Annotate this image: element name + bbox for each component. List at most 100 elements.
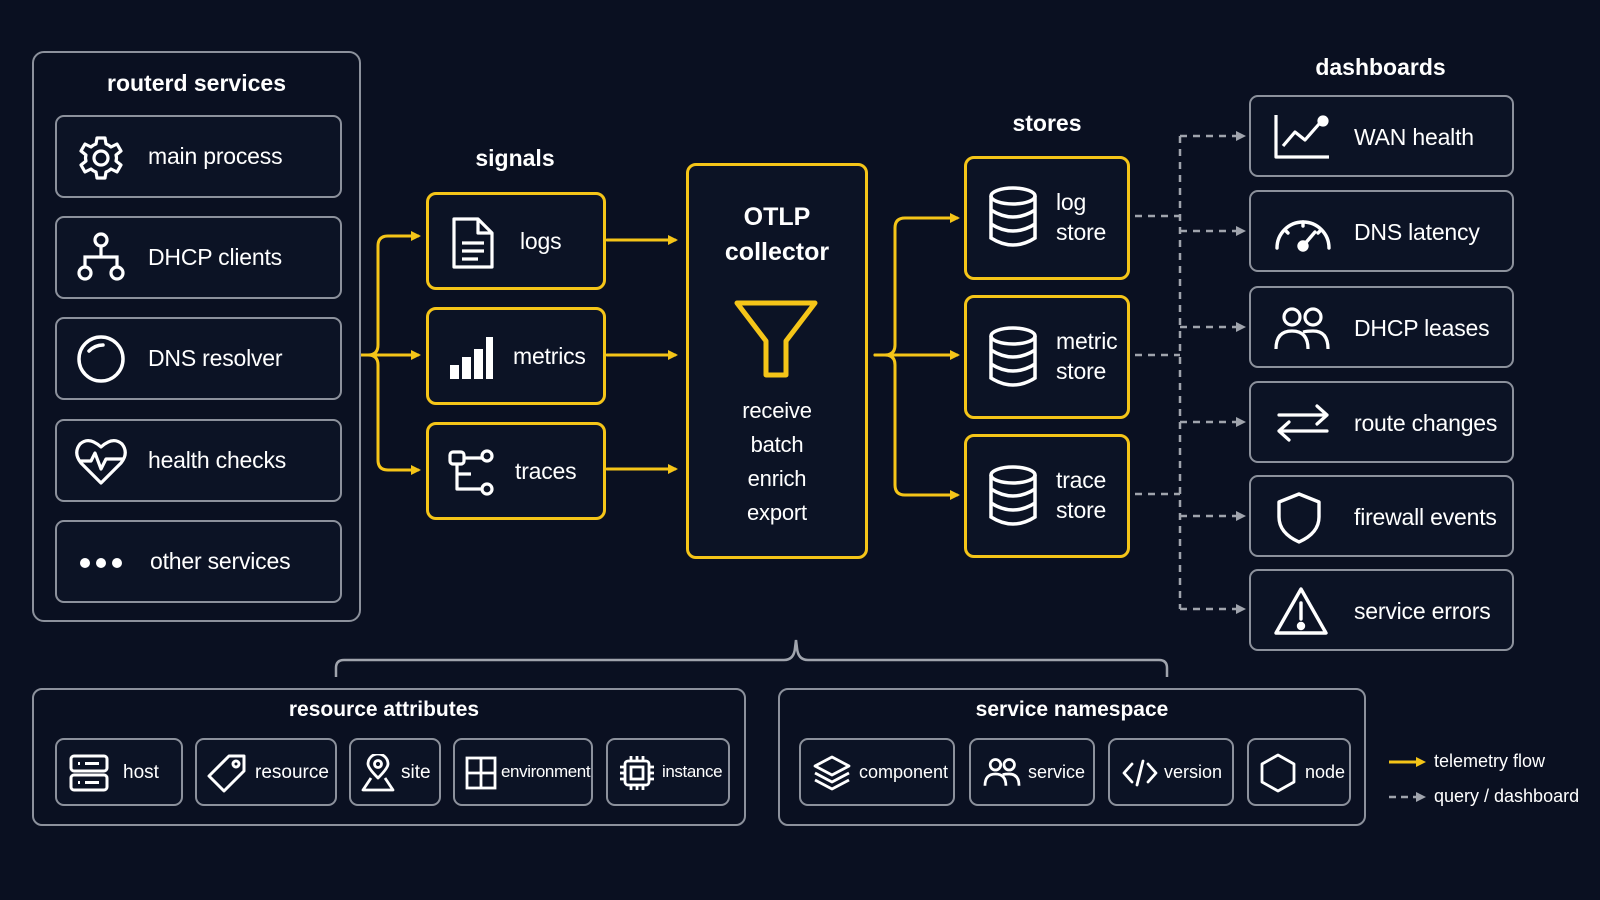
store-label-line2: store (1056, 219, 1107, 245)
line-chart-icon (1273, 112, 1331, 160)
namespace-label: node (1305, 762, 1346, 782)
dashboard-label: DHCP leases (1354, 315, 1490, 341)
gauge-icon (1273, 210, 1333, 252)
namespace-label: service (1028, 762, 1086, 782)
dashboard-dns-latency[interactable]: DNS latency (1249, 190, 1514, 272)
attribute-label: resource (255, 762, 329, 783)
flow-collector-to-trace-store (873, 353, 960, 500)
chip-icon (618, 754, 656, 792)
service-label: health checks (148, 447, 287, 473)
trace-icon (447, 447, 497, 499)
service-label: DNS resolver (148, 345, 283, 371)
service-label: other services (150, 548, 291, 574)
layers-icon (813, 754, 851, 792)
signal-label: logs (520, 228, 562, 254)
collector-step-receive: receive (742, 398, 812, 423)
store-label-line1: log (1056, 189, 1087, 215)
dashboard-route-changes[interactable]: route changes (1249, 381, 1514, 463)
attribute-host[interactable]: host (55, 738, 183, 806)
database-icon (987, 186, 1039, 248)
dashboards-title: dashboards (1315, 54, 1446, 80)
service-namespace-title: service namespace (975, 698, 1169, 721)
database-icon (987, 326, 1039, 388)
users-icon (1273, 305, 1331, 351)
collector-step-enrich: enrich (747, 466, 807, 491)
dashboard-firewall-events[interactable]: firewall events (1249, 475, 1514, 557)
resource-attributes-title: resource attributes (288, 698, 480, 721)
database-icon (987, 465, 1039, 527)
dashboard-service-errors[interactable]: service errors (1249, 569, 1514, 651)
store-metric[interactable]: metric store (964, 295, 1130, 419)
namespace-service[interactable]: service (969, 738, 1095, 806)
attribute-resource[interactable]: resource (195, 738, 337, 806)
document-icon (450, 215, 496, 271)
service-main-process[interactable]: main process (55, 115, 342, 198)
collector-step-export: export (747, 500, 807, 525)
service-other-services[interactable]: other services (55, 520, 342, 603)
service-dhcp-clients[interactable]: DHCP clients (55, 216, 342, 299)
legend-query-dashboard: query / dashboard (1434, 786, 1580, 806)
store-label-line2: store (1056, 497, 1107, 523)
dashboard-wan-health[interactable]: WAN health (1249, 95, 1514, 177)
signal-label: traces (515, 458, 577, 484)
namespace-version[interactable]: version (1108, 738, 1234, 806)
ellipsis-icon (79, 557, 123, 569)
store-log[interactable]: log store (964, 156, 1130, 280)
namespace-node[interactable]: node (1247, 738, 1351, 806)
attribute-label: environment (501, 762, 591, 781)
legend-telemetry-flow: telemetry flow (1434, 751, 1546, 771)
grid-icon (465, 756, 497, 790)
service-label: main process (148, 143, 283, 169)
service-health-checks[interactable]: health checks (55, 419, 342, 502)
flow-services-to-logs (358, 231, 421, 357)
warning-icon (1273, 585, 1329, 637)
code-icon (1122, 759, 1158, 787)
attribute-bracket (334, 639, 1169, 677)
attribute-label: instance (662, 762, 723, 781)
signal-logs[interactable]: logs (426, 192, 606, 290)
attribute-site[interactable]: site (349, 738, 441, 806)
service-label: DHCP clients (148, 244, 282, 270)
dashboard-label: WAN health (1354, 124, 1474, 150)
stores-title: stores (1012, 110, 1082, 136)
dashboard-label: service errors (1354, 598, 1491, 624)
attribute-environment[interactable]: environment (453, 738, 593, 806)
service-dns-resolver[interactable]: DNS resolver (55, 317, 342, 400)
funnel-icon (734, 299, 818, 381)
namespace-component[interactable]: component (799, 738, 955, 806)
signal-traces[interactable]: traces (426, 422, 606, 520)
namespace-label: version (1164, 762, 1223, 782)
network-tree-icon (75, 231, 127, 283)
flow-services-to-traces (358, 353, 421, 475)
hexagon-icon (1259, 753, 1297, 793)
bar-chart-icon (448, 335, 494, 381)
signals-title: signals (475, 145, 555, 171)
collector-title-line1: OTLP (743, 203, 811, 231)
attribute-label: site (401, 762, 431, 783)
signal-metrics[interactable]: metrics (426, 307, 606, 405)
gear-icon (75, 132, 127, 184)
signal-label: metrics (513, 343, 586, 369)
tag-icon (207, 753, 247, 793)
collector-title-line2: collector (724, 238, 830, 266)
dashboard-label: DNS latency (1354, 219, 1480, 245)
shield-icon (1275, 491, 1323, 545)
store-label-line2: store (1056, 358, 1107, 384)
store-trace[interactable]: trace store (964, 434, 1130, 558)
store-label-line1: trace (1056, 467, 1107, 493)
services-title: routerd services (107, 70, 286, 96)
store-label-line1: metric (1056, 328, 1118, 354)
attribute-instance[interactable]: instance (606, 738, 730, 806)
flow-collector-to-log-store (873, 213, 960, 357)
namespace-label: component (859, 762, 949, 782)
swap-arrows-icon (1273, 403, 1333, 443)
otlp-collector[interactable] (686, 163, 868, 559)
server-icon (69, 754, 109, 792)
users-icon (983, 756, 1021, 788)
dashboard-label: firewall events (1354, 504, 1497, 530)
dashboard-label: route changes (1354, 410, 1498, 436)
attribute-label: host (123, 762, 159, 783)
map-pin-icon (361, 754, 395, 792)
dashboard-dhcp-leases[interactable]: DHCP leases (1249, 286, 1514, 368)
